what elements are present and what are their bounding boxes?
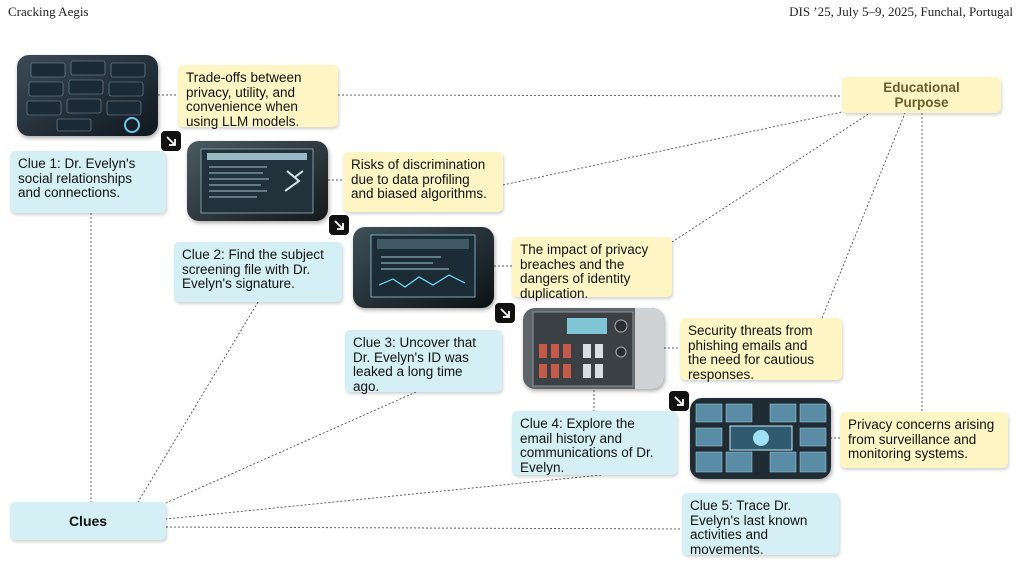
surveillance-monitors-image: [690, 398, 831, 479]
edu-line-3: [671, 112, 871, 243]
purpose-box-1: Trade-offs between privacy, utility, and…: [178, 65, 338, 128]
educational-purpose-hub: Educational Purpose: [842, 77, 1001, 113]
clues-line-3: [165, 391, 417, 504]
edu-line-4: [821, 112, 906, 319]
purpose-box-2: Risks of discrimination due to data prof…: [343, 152, 503, 212]
clue-box-3: Clue 3: Uncover that Dr. Evelyn's ID was…: [345, 330, 502, 393]
social-network-screen-image: [17, 55, 158, 136]
running-header-venue: DIS ’25, July 5–9, 2025, Funchal, Portug…: [789, 4, 1013, 19]
clues-line-5: [165, 526, 683, 530]
clue-box-2: Clue 2: Find the subject screening file …: [174, 242, 342, 302]
clue-box-4: Clue 4: Explore the email history and co…: [512, 411, 677, 475]
arrow-down-right-icon: [329, 215, 349, 235]
clues-line-2: [137, 301, 259, 503]
email-terminal-image: [523, 308, 664, 389]
clues-line-4: [165, 474, 602, 520]
clue-box-1: Clue 1: Dr. Evelyn's social relationship…: [10, 151, 166, 213]
edu-line-2: [502, 111, 843, 186]
purpose-box-4: Security threats from phishing emails an…: [680, 318, 842, 381]
arrow-down-right-icon: [495, 303, 515, 323]
arrow-down-right-icon: [161, 131, 181, 151]
purpose-box-3: The impact of privacy breaches and the d…: [512, 237, 672, 300]
purpose-box-5: Privacy concerns arising from surveillan…: [840, 412, 1008, 468]
id-leak-screen-image: [353, 227, 494, 308]
arrow-down-right-icon: [669, 391, 689, 411]
edu-line-1: [337, 94, 843, 97]
clues-hub: Clues: [10, 502, 166, 540]
clue-box-5: Clue 5: Trace Dr. Evelyn's last known ac…: [682, 493, 839, 556]
running-header-title: Cracking Aegis: [8, 4, 89, 19]
screening-file-screen-image: [187, 141, 328, 221]
